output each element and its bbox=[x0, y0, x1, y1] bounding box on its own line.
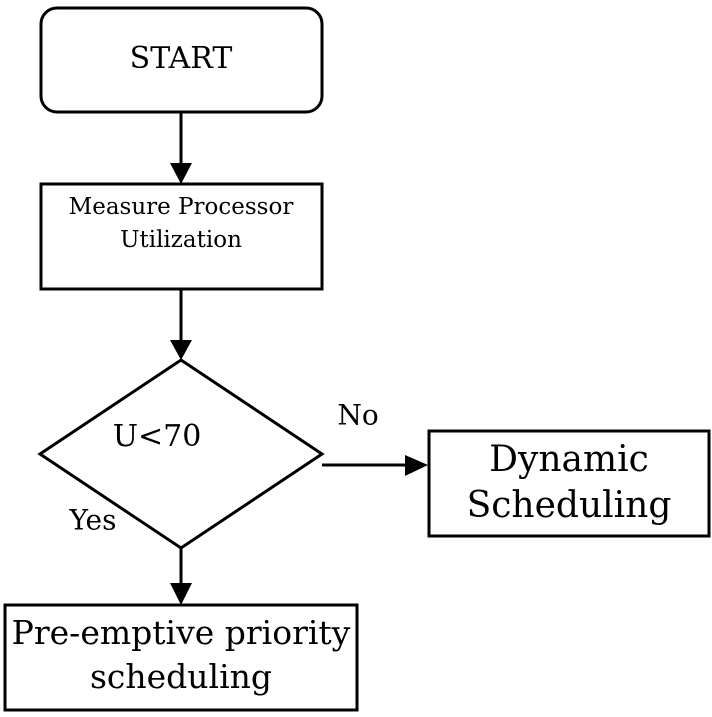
edge-measure-to-decision bbox=[170, 289, 192, 360]
edge-decision-to-dynamic: No bbox=[322, 399, 428, 476]
preemptive-process-box bbox=[3, 603, 359, 712]
arrowhead bbox=[170, 340, 192, 360]
measure-process-box bbox=[39, 182, 324, 291]
dynamic-node: Dynamic Scheduling bbox=[427, 429, 711, 538]
edge-start-to-measure bbox=[170, 112, 192, 184]
measure-label-line-2: Utilization bbox=[120, 227, 242, 253]
preemptive-node: Pre-emptive priority scheduling bbox=[3, 603, 359, 712]
start-label: START bbox=[130, 41, 233, 76]
start-node: START bbox=[39, 6, 324, 114]
dynamic-process-box bbox=[427, 429, 711, 538]
arrowhead bbox=[405, 455, 428, 476]
decision-node: U<70 bbox=[37, 358, 325, 550]
preemptive-label-line-1: Pre-emptive priority bbox=[12, 613, 351, 652]
measure-label-line-1: Measure Processor bbox=[69, 194, 294, 220]
decision-label: U<70 bbox=[113, 419, 202, 454]
measure-node: Measure Processor Utilization bbox=[39, 182, 324, 291]
edge-label-no: No bbox=[337, 399, 378, 432]
arrowhead bbox=[170, 583, 192, 605]
edge-decision-to-preemptive: Yes bbox=[69, 504, 192, 605]
dynamic-label-line-2: Scheduling bbox=[467, 485, 672, 526]
edge-label-yes: Yes bbox=[69, 504, 117, 537]
preemptive-label-line-2: scheduling bbox=[90, 657, 272, 696]
dynamic-label-line-1: Dynamic bbox=[489, 439, 649, 480]
arrowhead bbox=[170, 163, 192, 184]
